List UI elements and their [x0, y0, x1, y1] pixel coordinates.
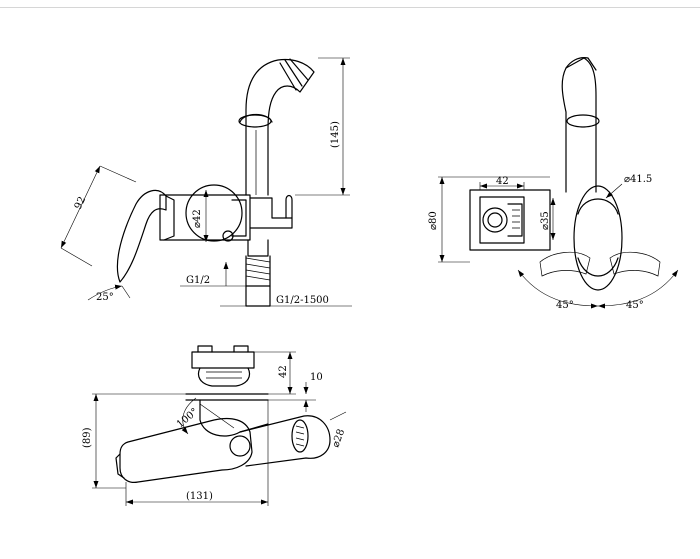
holder-block: [479, 196, 525, 244]
dim-body-dia-label-front: ⌀41.5: [624, 174, 652, 185]
wall-flange-circle: [185, 184, 243, 242]
dim-width-label: 42: [496, 176, 509, 187]
thread-inlet-label: G1/2: [186, 275, 210, 286]
lever-hub: [163, 195, 175, 241]
front-lever-ellipse: [573, 185, 623, 291]
top-holder-tabs: [197, 345, 249, 353]
dim-top-angle-ray: [199, 403, 235, 429]
side-view: 92 25° ⌀42 (145) G1/2 G1/2-1500: [60, 57, 352, 307]
top-holder-bracket: [191, 351, 255, 369]
front-shower-outline: [561, 57, 597, 193]
hose-nut: [245, 255, 271, 287]
thread-hose-label: G1/2-1500: [276, 295, 329, 306]
top-rule: [0, 7, 700, 8]
front-ghost-handle-left: [539, 251, 591, 277]
dim-nozzle-label: ⌀28: [330, 428, 347, 449]
dim-length-label: (131): [186, 491, 213, 502]
holder-ring-outer: [482, 207, 508, 233]
holder-clip-ribs: [512, 209, 520, 229]
top-holder-cup: [197, 367, 251, 387]
dim-height-label: (145): [330, 121, 341, 148]
mixer-collar: [231, 199, 247, 237]
dim-nozzle-leader: [329, 411, 347, 421]
dim-handle-ext-bottom: [60, 247, 93, 267]
shower-head-outline: [245, 58, 315, 196]
top-nozzle: [239, 415, 331, 467]
dim-handle-label: 92: [73, 195, 88, 211]
top-view: (89) 42 10 ⌀28 100° (131): [82, 345, 347, 506]
dim-angle-left-arc: [517, 269, 599, 309]
top-nozzle-face: [291, 419, 309, 453]
top-hub: [229, 435, 251, 457]
dim-angle-right-label: 45°: [626, 300, 644, 311]
holder-clip: [507, 203, 523, 237]
holder-bracket: [249, 197, 293, 229]
top-body-neck: [199, 399, 269, 437]
top-nozzle-grid: [295, 425, 305, 447]
top-lever-tip: [115, 453, 125, 479]
dim-outer-dia-label: ⌀80: [428, 211, 439, 230]
dim-inner-dia-label: ⌀35: [540, 211, 551, 230]
dim-angle-arc: [87, 284, 123, 301]
hose-end: [245, 285, 271, 307]
dim-bracket-label: 42: [278, 365, 289, 378]
wall-plate: [469, 189, 551, 251]
holder-ring-inner: [487, 212, 503, 228]
lever-handle: [116, 189, 167, 283]
mixer-knob: [222, 230, 234, 242]
hose-thread: [245, 257, 271, 281]
dim-handle-line: [60, 165, 101, 249]
dim-handle-ext-top: [99, 165, 137, 183]
dim-body-dia-leader: [605, 183, 623, 199]
dim-plate-label: 10: [310, 372, 323, 383]
dim-angle-right-arc: [597, 269, 679, 309]
hose-connector: [247, 239, 269, 257]
dim-angle-ext: [121, 285, 131, 299]
front-shower-top: [565, 57, 597, 71]
dim-body-dia-label: ⌀42: [192, 209, 203, 228]
dim-angle-label: 25°: [96, 292, 114, 303]
front-view: 45° 45° 42 ⌀80 ⌀35 ⌀41.5: [428, 57, 679, 311]
top-lever: [119, 417, 253, 483]
front-lever-top: [577, 198, 619, 215]
dim-top-angle-arc: [181, 397, 197, 435]
front-ghost-handle-right: [609, 251, 661, 277]
dim-angle-left-label: 45°: [556, 300, 574, 311]
front-shower-ring: [566, 114, 600, 128]
shower-head-ribs: [279, 58, 309, 91]
shower-head-ring-top: [239, 113, 273, 123]
top-holder-ribs: [206, 371, 242, 379]
holder-hook: [285, 194, 293, 219]
dim-top-height-label: (89): [82, 427, 93, 448]
mixer-body: [159, 194, 251, 241]
